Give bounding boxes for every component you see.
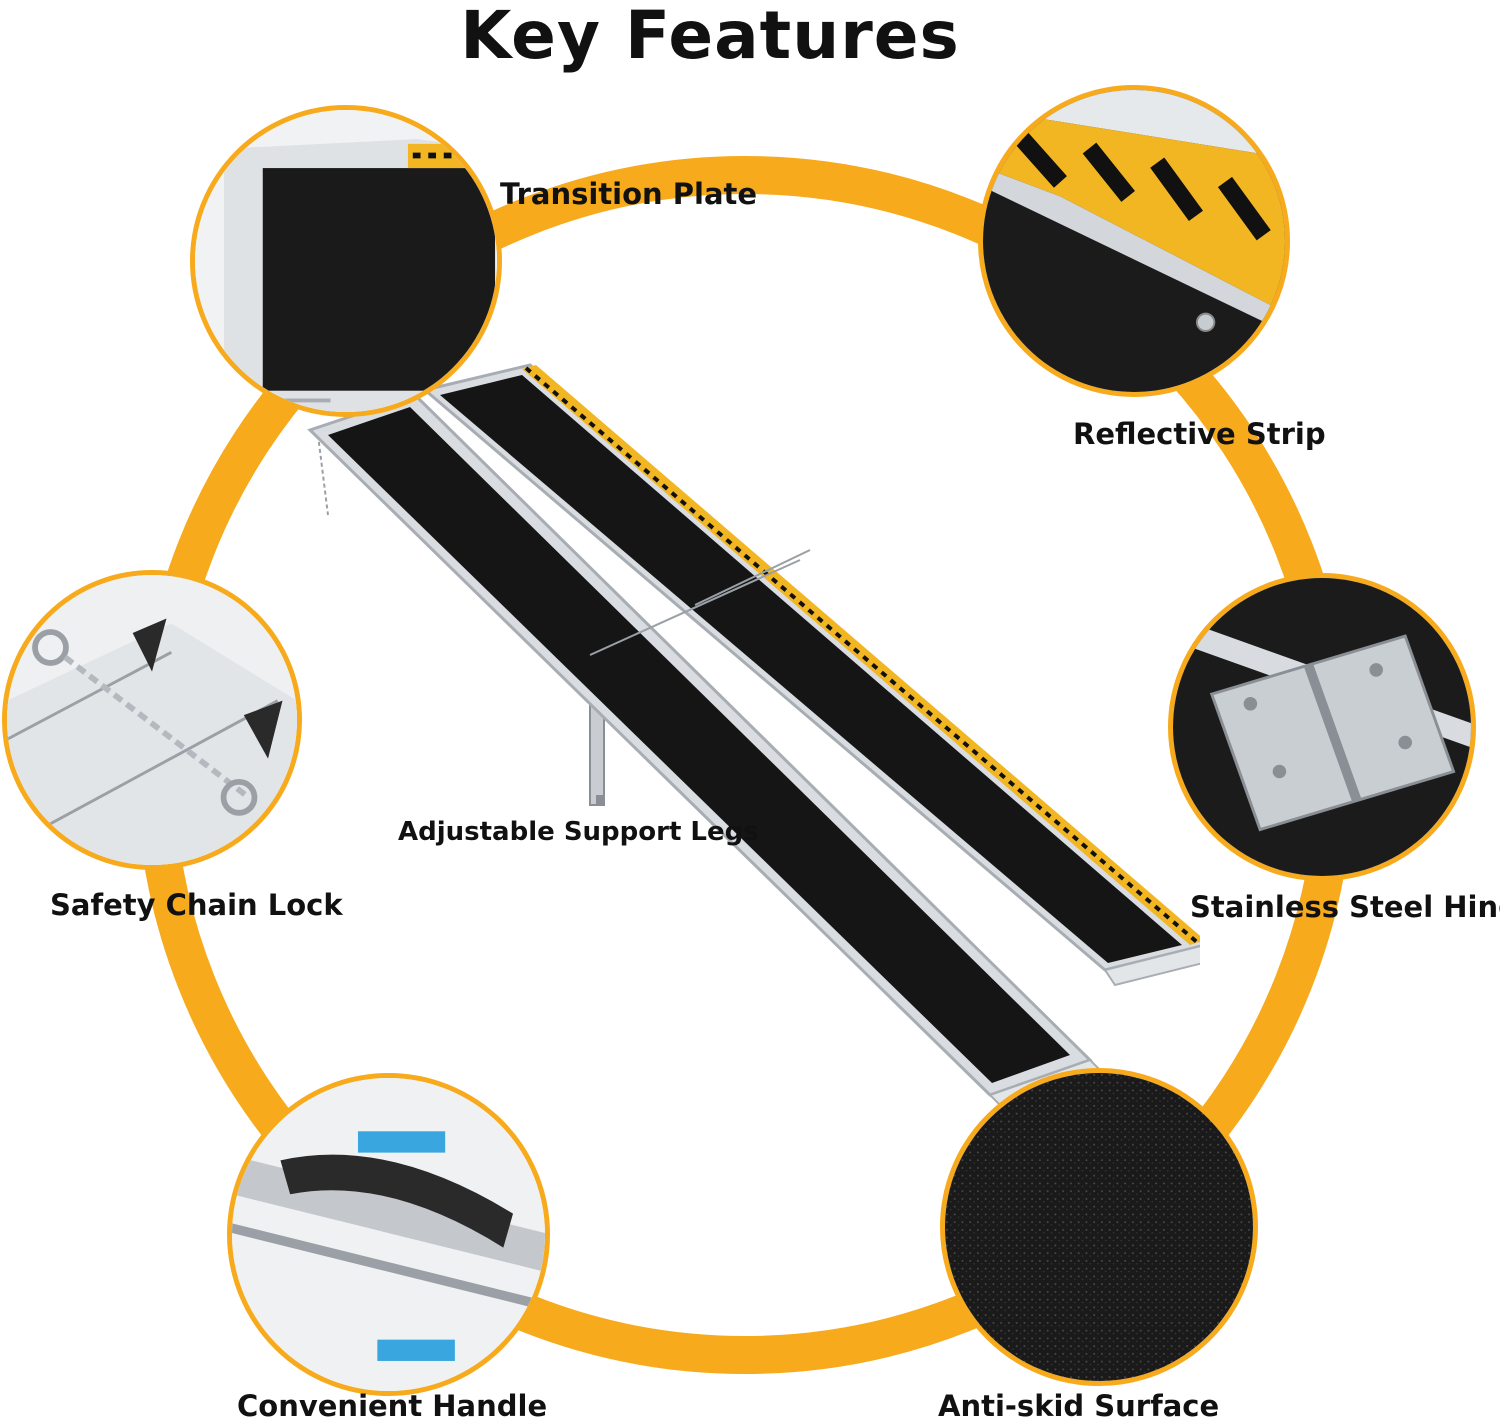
ramp-product-image — [307, 363, 1200, 1112]
anti-skid-surface-image — [945, 1073, 1253, 1381]
anti-skid-surface-bubble — [940, 1068, 1258, 1386]
transition-plate-image — [195, 110, 497, 412]
transition-plate-bubble — [190, 105, 502, 417]
feature-label-adjustable-support-legs: Adjustable Support Legs — [398, 817, 759, 847]
reflective-strip-image — [983, 90, 1285, 392]
page-title: Key Features — [460, 0, 960, 74]
reflective-strip-bubble — [978, 85, 1290, 397]
stainless-steel-hinge-image — [1173, 578, 1471, 876]
convenient-handle-bubble — [227, 1073, 550, 1396]
convenient-handle-image — [232, 1078, 545, 1391]
safety-chain-lock-bubble — [2, 570, 302, 870]
feature-label-convenient-handle: Convenient Handle — [237, 1389, 548, 1423]
safety-chain-lock-image — [7, 575, 297, 865]
feature-label-anti-skid-surface: Anti-skid Surface — [938, 1389, 1220, 1423]
feature-label-safety-chain-lock: Safety Chain Lock — [50, 888, 343, 922]
feature-label-reflective-strip: Reflective Strip — [1073, 417, 1326, 451]
feature-label-stainless-steel-hinge: Stainless Steel Hinge — [1190, 890, 1500, 924]
feature-label-transition-plate: Transition Plate — [500, 177, 758, 211]
stainless-steel-hinge-bubble — [1168, 573, 1476, 881]
